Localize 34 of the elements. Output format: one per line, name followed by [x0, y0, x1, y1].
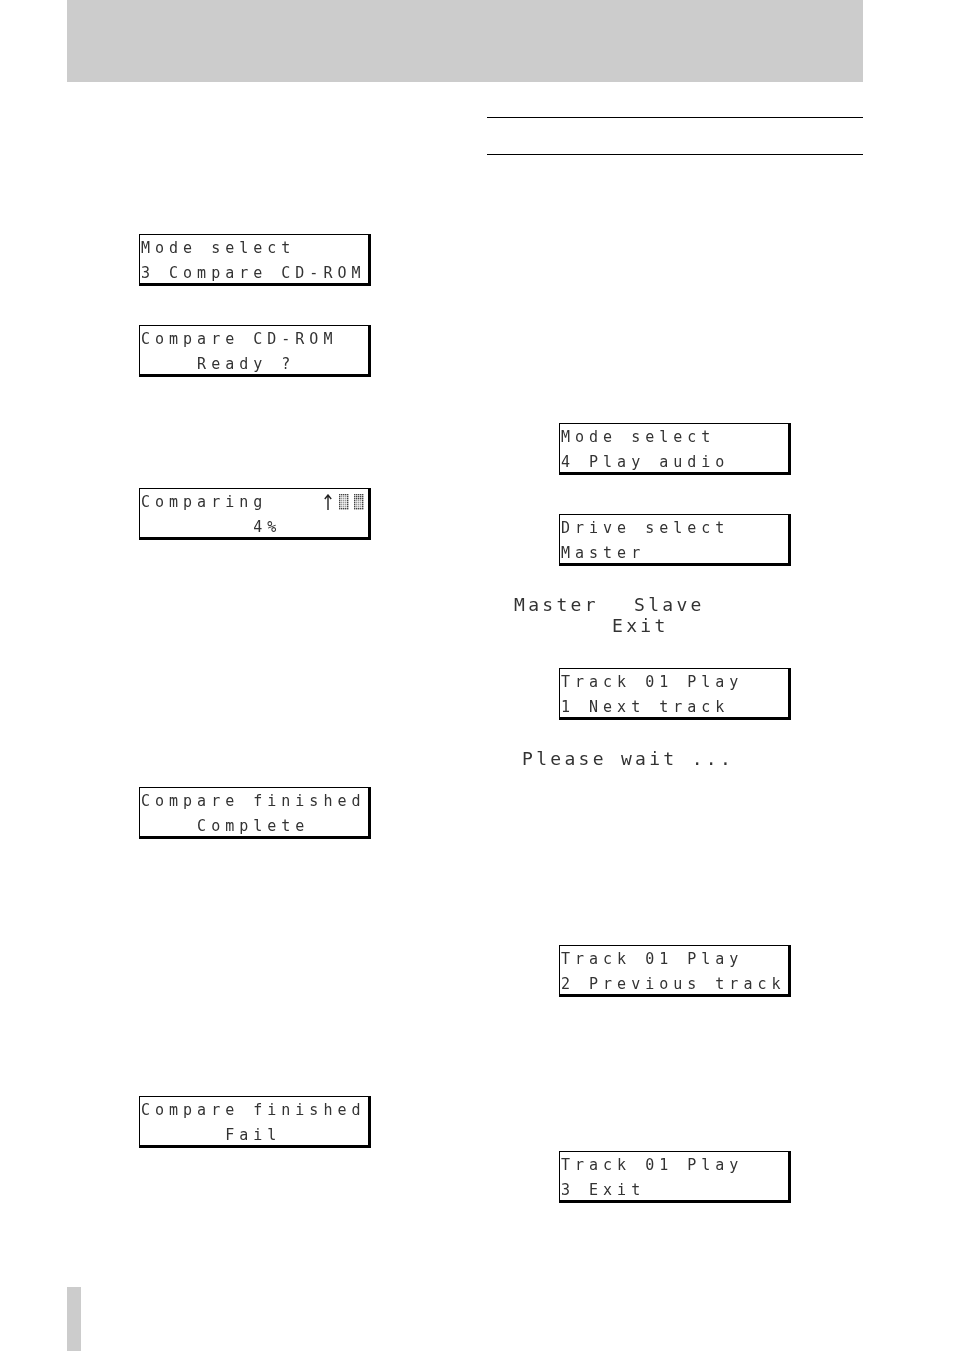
lcd-text: Complete [197, 816, 310, 837]
status-message: Please wait ... [522, 748, 735, 770]
menu-option: Exit [612, 615, 669, 637]
lcd-text: Mode select [141, 238, 296, 259]
lcd-display [559, 1151, 791, 1203]
lcd-text: 3 Exit [561, 1180, 646, 1201]
lcd-text: 4% [253, 517, 282, 538]
lcd-display [559, 668, 791, 720]
menu-option: Master [514, 594, 599, 616]
lcd-text: 1 Next track [561, 697, 730, 718]
lcd-display [559, 945, 791, 997]
lcd-text: Track 01 Play [561, 672, 744, 693]
lcd-text: Ready ? [197, 354, 296, 375]
lcd-text: Compare finished [141, 1100, 366, 1121]
lcd-text: Master [561, 543, 646, 564]
lcd-text: Track 01 Play [561, 949, 744, 970]
lcd-display [139, 787, 371, 839]
lcd-text: Comparing [141, 492, 268, 513]
lcd-display [559, 423, 791, 475]
lcd-text: 3 Compare CD-ROM [141, 263, 366, 284]
lcd-text: 2 Previous track [561, 974, 786, 995]
lcd-display [139, 1096, 371, 1148]
lcd-text: Track 01 Play [561, 1155, 744, 1176]
lcd-text: 4 Play audio [561, 452, 730, 473]
lcd-display [139, 325, 371, 377]
menu-option: Slave [634, 594, 705, 616]
lcd-text: Mode select [561, 427, 716, 448]
lcd-text: Drive select [561, 518, 730, 539]
lcd-display [139, 488, 371, 540]
lcd-text: Fail [225, 1125, 282, 1146]
lcd-text: Compare CD-ROM [141, 329, 338, 350]
lcd-text: Compare finished [141, 791, 366, 812]
lcd-display [559, 514, 791, 566]
lcd-display [139, 234, 371, 286]
